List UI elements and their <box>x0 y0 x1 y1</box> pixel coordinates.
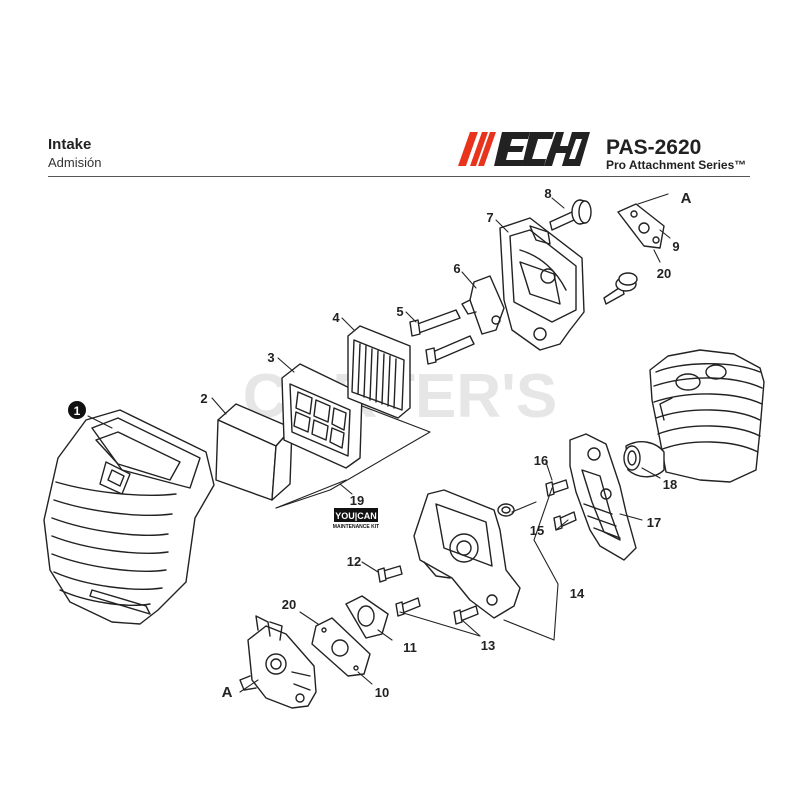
callout-16: 16 <box>534 453 548 468</box>
filter-element <box>347 325 411 419</box>
callout-1-badge <box>68 401 86 419</box>
callout-20-lower: 20 <box>282 597 296 612</box>
carburetor <box>239 615 317 709</box>
pre-filter <box>215 403 293 501</box>
callout-6: 6 <box>453 261 460 276</box>
filter-frame <box>281 363 363 469</box>
intake-insulator <box>623 441 665 478</box>
bolt-upper <box>545 479 569 497</box>
callout-10: 10 <box>375 685 389 700</box>
washer <box>497 503 515 517</box>
intake-gasket-upper <box>617 203 665 249</box>
cylinder <box>649 349 765 483</box>
leader-lines <box>87 193 671 693</box>
callout-a-lower: A <box>222 684 233 701</box>
air-cleaner-cover <box>43 409 215 625</box>
callout-14: 14 <box>570 586 585 601</box>
callout-4: 4 <box>332 310 340 325</box>
callout-3: 3 <box>267 350 274 365</box>
callout-8: 8 <box>544 186 551 201</box>
callout-11: 11 <box>403 640 417 655</box>
kit-badge-title: YOU|CAN <box>335 511 377 521</box>
filter-base <box>499 217 585 351</box>
series-name: Pro Attachment Series™ <box>606 158 747 172</box>
bolt-pair <box>409 309 475 365</box>
carburetor-gasket <box>311 617 371 677</box>
callout-12: 12 <box>347 554 361 569</box>
callout-19: 19 <box>350 493 364 508</box>
page-subtitle: Admisión <box>48 155 102 170</box>
knob-upper <box>549 199 592 231</box>
bolt-13b <box>453 605 479 625</box>
maintenance-kit-badge: YOU|CAN MAINTENANCE KIT <box>333 508 379 530</box>
callout-a-upper: A <box>681 190 692 207</box>
callout-7: 7 <box>486 210 493 225</box>
callout-2: 2 <box>200 391 207 406</box>
model-number: PAS-2620 <box>606 136 702 159</box>
knob-lower <box>603 272 638 305</box>
carburetor-bracket <box>413 489 521 619</box>
callout-15: 15 <box>530 523 544 538</box>
page-title: Intake <box>48 136 92 153</box>
choke-plate <box>461 275 505 335</box>
kit-badge-subtitle: MAINTENANCE KIT <box>333 524 379 530</box>
callout-5: 5 <box>396 304 403 319</box>
callout-17: 17 <box>647 515 661 530</box>
bolt-13a <box>395 597 421 617</box>
echo-logo <box>458 132 590 166</box>
callout-9: 9 <box>672 239 679 254</box>
heat-shield <box>569 433 637 561</box>
bolt-12 <box>377 565 403 583</box>
bolt-lower <box>553 511 577 531</box>
header-divider <box>48 176 750 177</box>
carburetor-insulator <box>345 595 389 639</box>
callout-1: 1 <box>74 404 81 418</box>
callout-18: 18 <box>663 477 677 492</box>
callout-13: 13 <box>481 638 495 653</box>
callout-20-upper: 20 <box>657 266 671 281</box>
